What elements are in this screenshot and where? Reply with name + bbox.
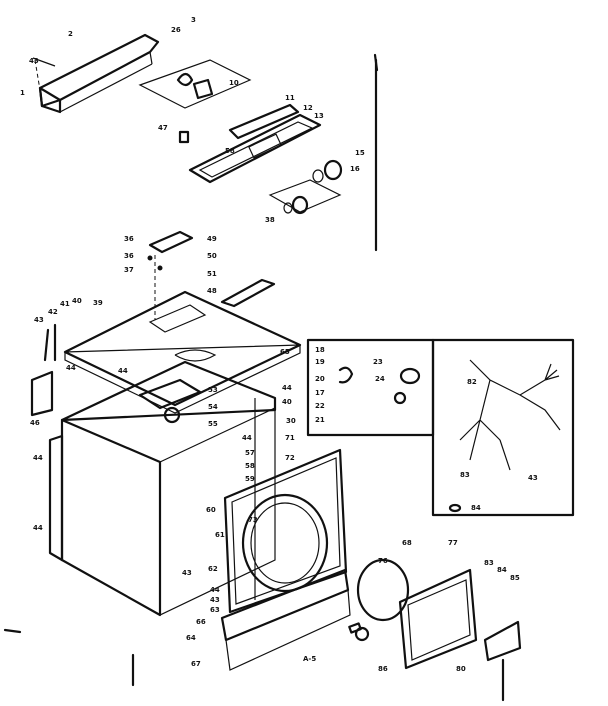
label-43e: 43 <box>528 474 538 482</box>
lid-switch <box>147 230 194 320</box>
label-40b: 40 <box>282 398 292 406</box>
thermostat-inset <box>306 338 435 437</box>
label-39: 39 <box>93 299 103 307</box>
label-67: 67 <box>191 660 201 668</box>
label-12: 12 <box>303 104 313 112</box>
console-backguard <box>38 33 160 114</box>
knob-assembly <box>268 159 343 215</box>
label-57: 57 <box>245 449 255 457</box>
label-54: 54 <box>208 403 218 411</box>
label-47: 47 <box>158 124 168 132</box>
label-42: 42 <box>48 308 58 316</box>
label-18: 18 <box>315 346 325 354</box>
label-61: 61 <box>215 531 225 539</box>
label-22: 22 <box>315 402 325 410</box>
label-84: 84 <box>497 566 507 574</box>
label-15: 15 <box>355 149 365 157</box>
label-68: 68 <box>402 539 412 547</box>
label-50: 50 <box>207 252 217 260</box>
label-43d: 43 <box>210 596 220 604</box>
motor-bracket <box>138 378 202 424</box>
label-23: 23 <box>373 358 383 366</box>
part-labels: 2 3 26 43 1 10 11 12 13 47 58 15 16 38 3… <box>20 16 538 673</box>
label-43: 43 <box>29 57 39 65</box>
label-21: 21 <box>315 416 325 424</box>
label-60: 60 <box>206 506 216 514</box>
label-66: 66 <box>196 618 206 626</box>
label-13: 13 <box>314 112 324 120</box>
label-65: 65 <box>280 348 290 356</box>
label-36a: 36 <box>124 235 134 243</box>
label-44a: 44 <box>66 364 76 372</box>
label-53: 53 <box>208 386 218 394</box>
label-37: 37 <box>124 266 134 274</box>
label-55: 55 <box>208 420 218 428</box>
label-76: 76 <box>378 557 388 565</box>
label-43b: 43 <box>34 316 44 324</box>
label-58b: 58 <box>245 462 255 470</box>
label-38: 38 <box>265 216 275 224</box>
label-83: 83 <box>484 559 494 567</box>
label-72: 72 <box>285 454 295 462</box>
label-77: 77 <box>448 539 458 547</box>
label-44e: 44 <box>33 454 43 462</box>
label-16: 16 <box>350 165 360 173</box>
label-73: 73 <box>248 516 258 524</box>
label-64: 64 <box>186 634 196 642</box>
label-24: 24 <box>375 375 385 383</box>
label-44g: 44 <box>210 586 220 594</box>
cabinet <box>48 360 277 617</box>
lint-filter-trim <box>220 278 276 308</box>
door-seal <box>356 558 410 622</box>
toe-kick-panel <box>220 568 351 671</box>
door-hinge <box>348 622 370 642</box>
label-19: 19 <box>315 358 325 366</box>
label-83b: 83 <box>460 471 470 479</box>
label-44f: 44 <box>33 524 43 532</box>
label-44d: 44 <box>242 434 252 442</box>
label-43c: 43 <box>182 569 192 577</box>
label-82: 82 <box>467 378 477 386</box>
label-A-5: A-5 <box>303 655 316 663</box>
label-3: 3 <box>191 16 196 24</box>
label-63: 63 <box>210 606 220 614</box>
front-panel <box>223 448 348 614</box>
label-44b: 44 <box>118 367 128 375</box>
wiring-harness-inset <box>431 338 575 517</box>
label-58: 58 <box>225 147 235 155</box>
label-86: 86 <box>378 665 388 673</box>
label-48: 48 <box>207 287 217 295</box>
label-41: 41 <box>60 300 70 308</box>
label-84b: 84 <box>471 504 481 512</box>
label-71: 71 <box>285 434 295 442</box>
label-46: 46 <box>30 419 40 427</box>
label-40: 40 <box>72 297 82 305</box>
label-26: 26 <box>171 26 181 34</box>
label-51: 51 <box>207 270 217 278</box>
label-10: 10 <box>229 79 239 87</box>
door-assembly <box>398 568 522 670</box>
label-59: 59 <box>245 475 255 483</box>
label-36b: 36 <box>124 252 134 260</box>
timer-switch-assembly <box>138 59 252 109</box>
label-30: 30 <box>286 417 296 425</box>
label-20: 20 <box>315 375 325 383</box>
label-1: 1 <box>20 89 25 97</box>
label-44c: 44 <box>282 384 292 392</box>
label-11: 11 <box>285 94 295 102</box>
label-17: 17 <box>315 389 325 397</box>
label-62: 62 <box>208 565 218 573</box>
label-2: 2 <box>68 30 73 38</box>
rear-bracket <box>30 370 54 417</box>
label-80: 80 <box>456 665 466 673</box>
control-panel-frame <box>188 103 322 184</box>
label-49: 49 <box>207 235 217 243</box>
label-85: 85 <box>510 574 520 582</box>
